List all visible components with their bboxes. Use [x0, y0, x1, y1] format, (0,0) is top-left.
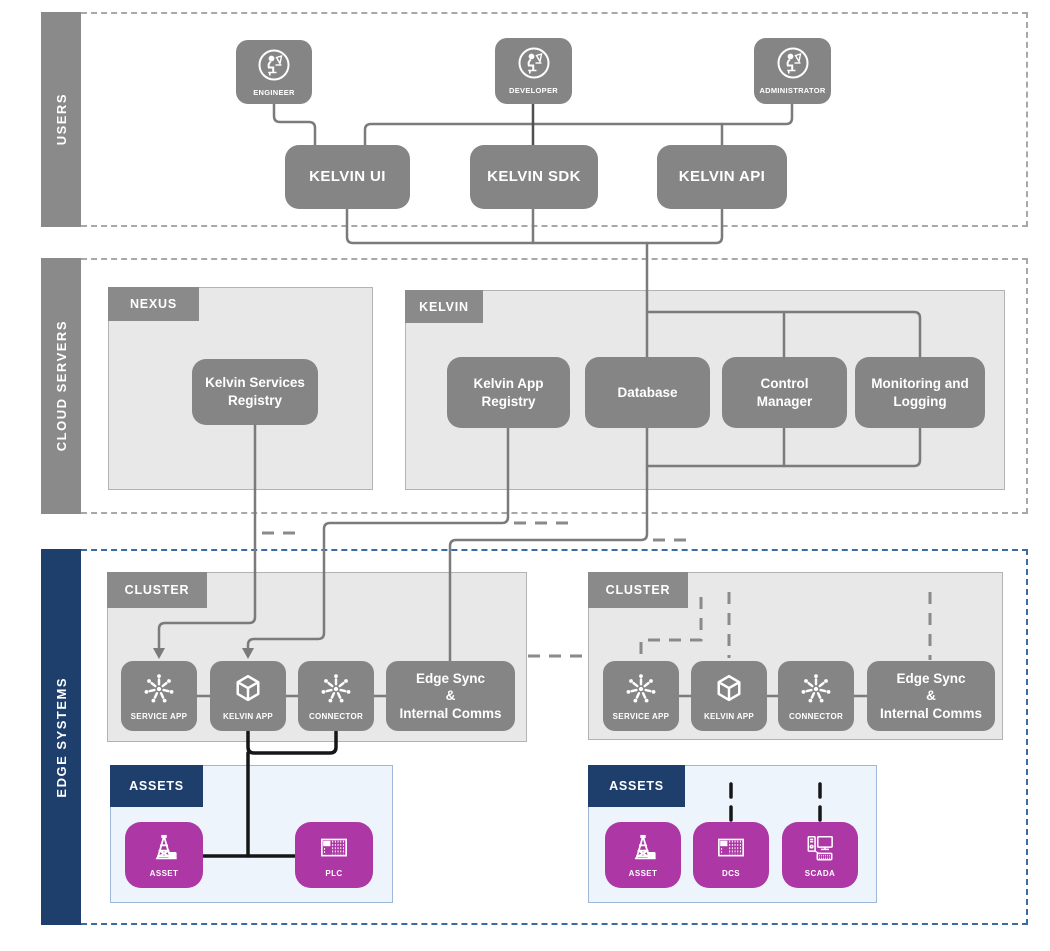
node-kelvin-sdk: KELVIN SDK: [470, 145, 598, 209]
node-kelvin-services-registry: Kelvin Services Registry: [192, 359, 318, 425]
node-database: Database: [585, 357, 710, 428]
edge-sync-line2: &: [926, 688, 936, 704]
actor-developer-label: DEVELOPER: [509, 86, 558, 95]
node-scada: SCADA: [782, 822, 858, 888]
edge-sync-line1: Edge Sync: [415, 670, 486, 686]
node-monitoring-logging: Monitoring and Logging: [855, 357, 985, 428]
actor-developer: DEVELOPER: [495, 38, 572, 104]
edge-sync-line1: Edge Sync: [896, 670, 966, 686]
cluster-panel-left-tab: CLUSTER: [107, 572, 207, 608]
cube-icon: [717, 674, 741, 702]
actor-engineer-label: ENGINEER: [253, 88, 295, 97]
node-control-manager: Control Manager: [722, 357, 847, 428]
node-asset-left: ASSET: [125, 822, 203, 888]
cloud-servers-band-label-bar: CLOUD SERVERS: [41, 258, 81, 514]
node-kelvin-ui: KELVIN UI: [285, 145, 410, 209]
hub-burst-icon: [626, 674, 656, 703]
node-edge-sync-right: Edge Sync & Internal Comms: [867, 661, 995, 731]
node-dcs: DCS: [693, 822, 769, 888]
node-connector-left-label: CONNECTOR: [308, 712, 364, 721]
kelvin-panel-tab: KELVIN: [405, 290, 483, 323]
edge-sync-line2: &: [445, 688, 456, 704]
node-connector-left: CONNECTOR: [298, 661, 374, 731]
cloud-servers-band-label: CLOUD SERVERS: [53, 320, 69, 452]
node-dcs-label: DCS: [721, 869, 741, 878]
node-plc-label: PLC: [325, 869, 343, 878]
hub-burst-icon: [801, 674, 831, 703]
hub-burst-icon: [321, 674, 351, 703]
workstation-icon: [807, 835, 833, 861]
assets-panel-right-tab: ASSETS: [588, 765, 685, 807]
cluster-panel-right-tab: CLUSTER: [588, 572, 688, 608]
node-kelvin-app-left: KELVIN APP: [210, 661, 286, 731]
edge-systems-band-label-bar: EDGE SYSTEMS: [41, 549, 81, 925]
node-kelvin-app-registry: Kelvin App Registry: [447, 357, 570, 428]
oil-derrick-icon: [155, 834, 177, 860]
plc-rack-icon: [718, 838, 744, 857]
node-service-app-left: SERVICE APP: [121, 661, 197, 731]
cube-icon: [236, 674, 260, 702]
node-kelvin-app-right-label: KELVIN APP: [703, 712, 755, 721]
actor-administrator-label: ADMINISTRATOR: [759, 86, 826, 95]
node-connector-right-label: CONNECTOR: [788, 712, 844, 721]
node-service-app-right-label: SERVICE APP: [612, 712, 670, 721]
actor-administrator: ADMINISTRATOR: [754, 38, 831, 104]
node-kelvin-api: KELVIN API: [657, 145, 787, 209]
users-band-label-bar: USERS: [41, 12, 81, 227]
node-plc: PLC: [295, 822, 373, 888]
users-band-label: USERS: [53, 93, 69, 146]
oil-derrick-icon: [634, 834, 656, 860]
actor-engineer: ENGINEER: [236, 40, 312, 104]
node-kelvin-app-left-label: KELVIN APP: [222, 712, 274, 721]
node-connector-right: CONNECTOR: [778, 661, 854, 731]
node-asset-right-label: ASSET: [628, 869, 658, 878]
nexus-panel-tab: NEXUS: [108, 287, 199, 321]
plc-rack-icon: [321, 838, 347, 857]
node-asset-right: ASSET: [605, 822, 681, 888]
edge-sync-line3: Internal Comms: [879, 705, 983, 721]
node-service-app-left-label: SERVICE APP: [130, 712, 188, 721]
node-kelvin-app-right: KELVIN APP: [691, 661, 767, 731]
edge-sync-line3: Internal Comms: [399, 705, 502, 721]
node-asset-left-label: ASSET: [149, 869, 179, 878]
seated-user-icon: [777, 47, 808, 79]
edge-systems-band-label: EDGE SYSTEMS: [53, 676, 69, 798]
seated-user-icon: [518, 47, 549, 79]
hub-burst-icon: [144, 674, 174, 703]
seated-user-icon: [258, 49, 290, 81]
node-scada-label: SCADA: [804, 869, 836, 878]
node-edge-sync-left: Edge Sync & Internal Comms: [386, 661, 515, 731]
assets-panel-left-tab: ASSETS: [110, 765, 203, 807]
node-service-app-right: SERVICE APP: [603, 661, 679, 731]
